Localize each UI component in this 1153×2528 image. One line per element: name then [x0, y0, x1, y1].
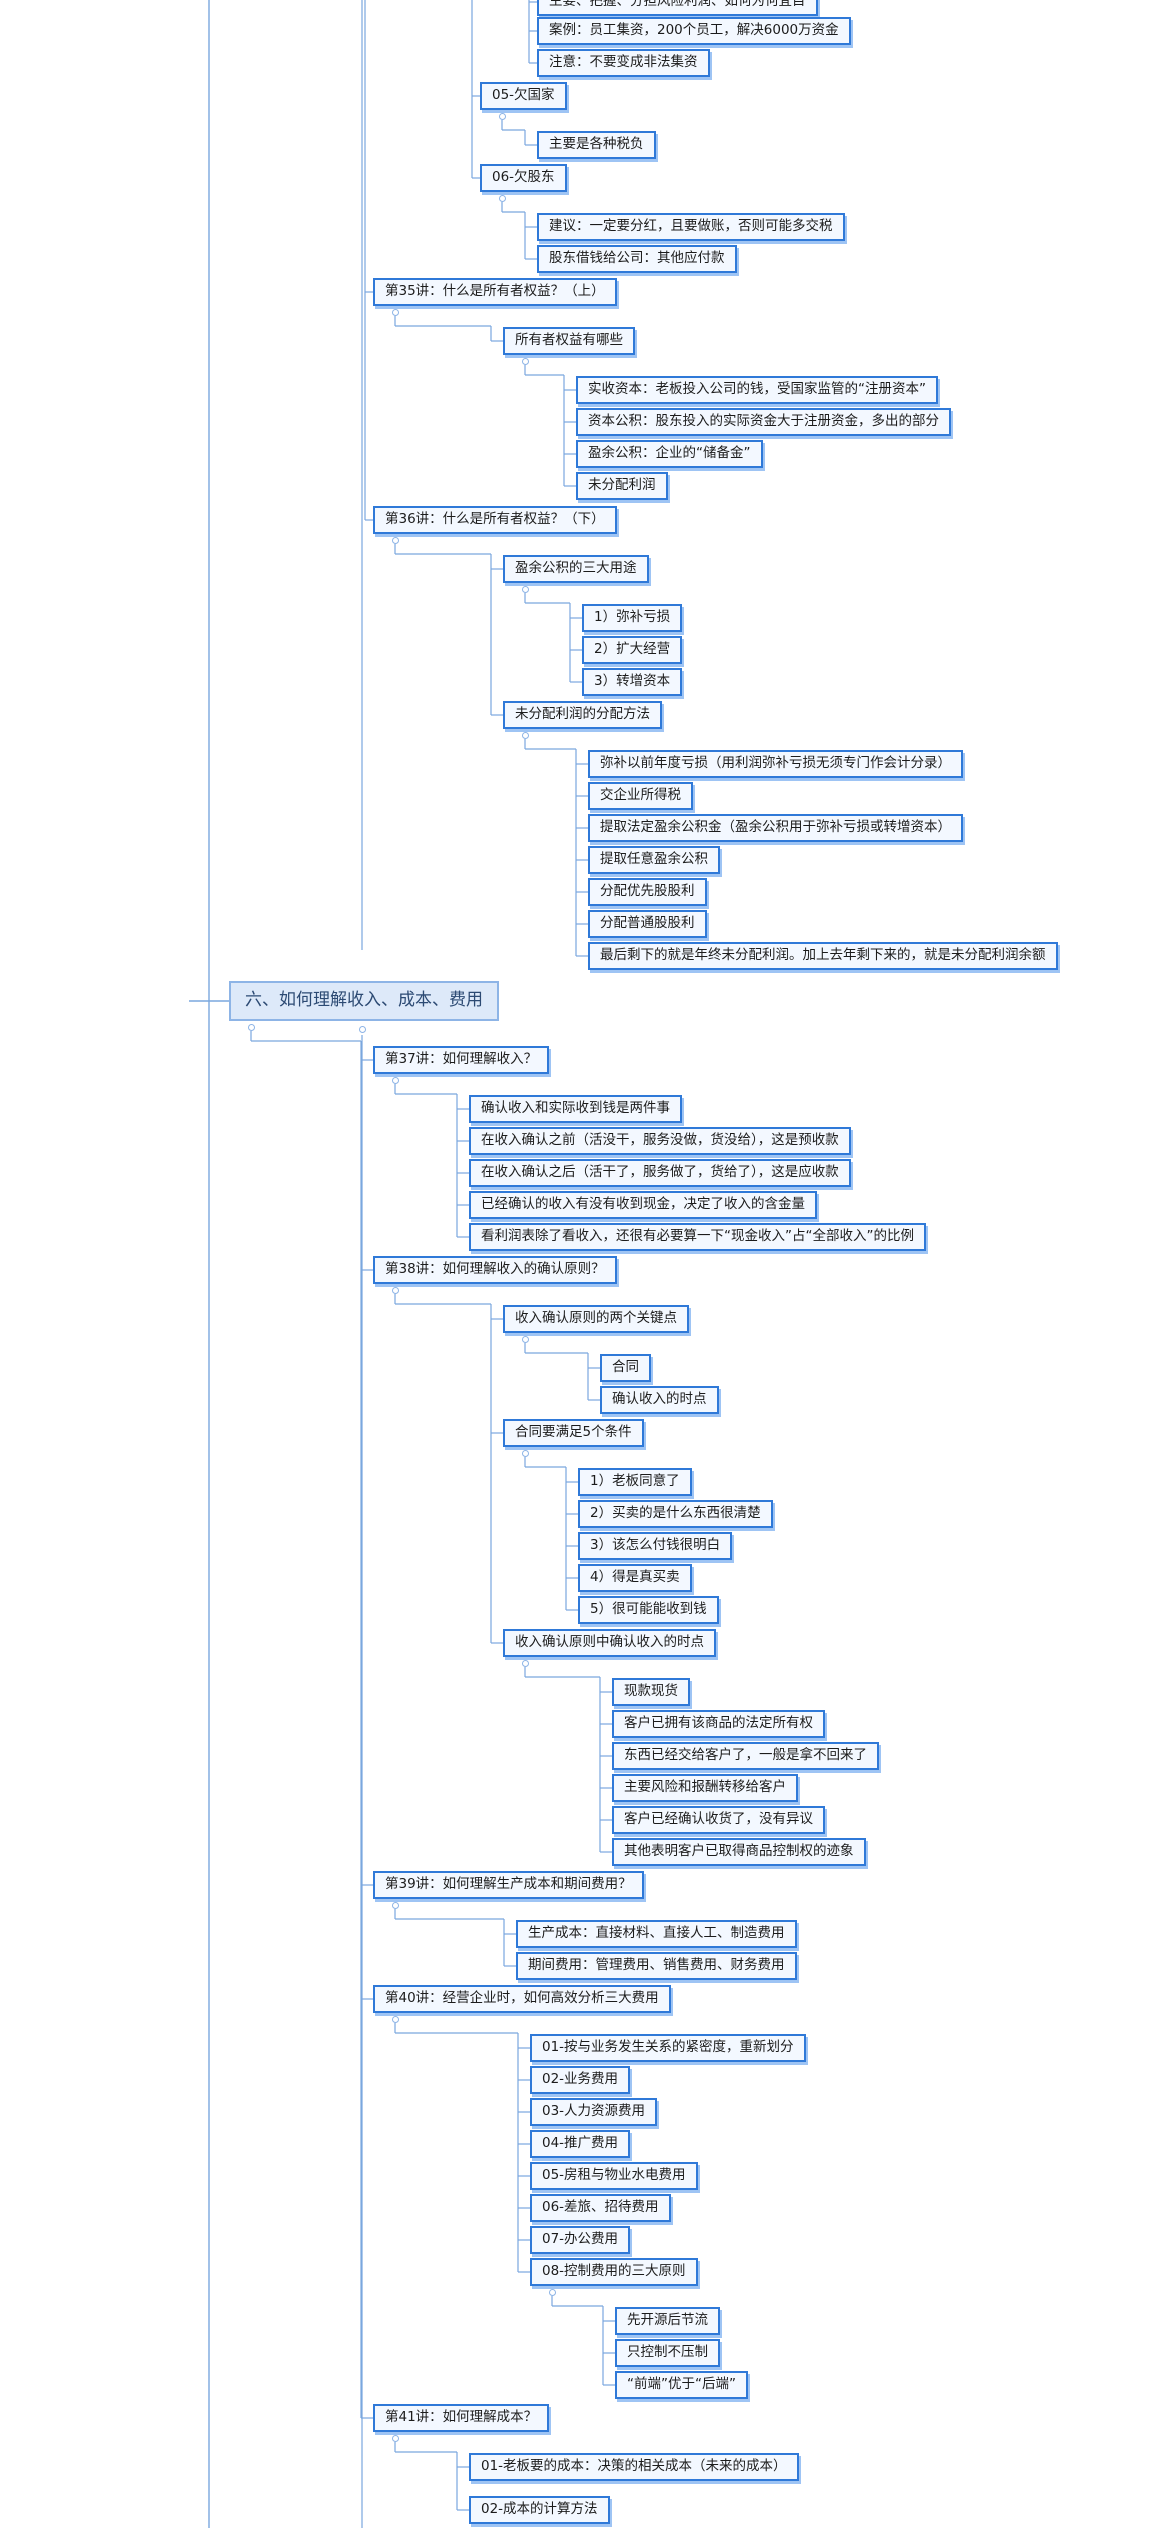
collapse-toggle-icon[interactable]: [391, 2434, 399, 2442]
collapse-toggle-icon[interactable]: [391, 536, 399, 544]
mind-map-node[interactable]: 收入确认原则的两个关键点: [503, 1305, 689, 1333]
mind-map-node[interactable]: 5）很可能能收到钱: [578, 1596, 719, 1624]
collapse-toggle-icon[interactable]: [391, 1286, 399, 1294]
mind-map-node[interactable]: 客户已经确认收货了，没有异议: [612, 1806, 825, 1834]
mind-map-node[interactable]: 最后剩下的就是年终未分配利润。加上去年剩下来的，就是未分配利润余额: [588, 942, 1058, 970]
mind-map-node[interactable]: 所有者权益有哪些: [503, 327, 635, 355]
collapse-toggle-icon[interactable]: [391, 308, 399, 316]
mind-map-node[interactable]: “前端”优于“后端”: [615, 2371, 748, 2399]
mind-map-node[interactable]: 实收资本：老板投入公司的钱，受国家监管的“注册资本”: [576, 376, 938, 404]
mind-map-node[interactable]: 1）老板同意了: [578, 1468, 692, 1496]
mind-map-node[interactable]: 08-控制费用的三大原则: [530, 2258, 698, 2286]
collapse-toggle-icon[interactable]: [521, 1335, 529, 1343]
mind-map-node[interactable]: 02-成本的计算方法: [469, 2496, 610, 2524]
mind-map-node[interactable]: 案例：员工集资，200个员工，解决6000万资金: [537, 17, 851, 45]
collapse-toggle-icon[interactable]: [521, 1659, 529, 1667]
collapse-toggle-icon[interactable]: [358, 1025, 366, 1033]
mind-map-node[interactable]: 其他表明客户已取得商品控制权的迹象: [612, 1838, 866, 1866]
mind-map-node[interactable]: 01-老板要的成本：决策的相关成本（未来的成本）: [469, 2453, 799, 2481]
mind-map-node[interactable]: 主要风险和报酬转移给客户: [612, 1774, 798, 1802]
collapse-toggle-icon[interactable]: [521, 585, 529, 593]
mind-map-node[interactable]: 03-人力资源费用: [530, 2098, 658, 2126]
mind-map-node[interactable]: 2）买卖的是什么东西很清楚: [578, 1500, 773, 1528]
lecture-node[interactable]: 第36讲：什么是所有者权益？（下）: [373, 506, 617, 534]
mind-map-node[interactable]: 确认收入的时点: [600, 1386, 719, 1414]
mind-map-node[interactable]: 只控制不压制: [615, 2339, 720, 2367]
mind-map-node[interactable]: 盈余公积的三大用途: [503, 555, 649, 583]
mind-map-node[interactable]: 生产成本：直接材料、直接人工、制造费用: [516, 1920, 797, 1948]
mind-map-node[interactable]: 分配优先股股利: [588, 878, 707, 906]
mind-map-node[interactable]: 股东借钱给公司：其他应付款: [537, 245, 737, 273]
lecture-node[interactable]: 第39讲：如何理解生产成本和期间费用？: [373, 1871, 644, 1899]
collapse-toggle-icon[interactable]: [548, 2288, 556, 2296]
mind-map-node[interactable]: 期间费用：管理费用、销售费用、财务费用: [516, 1952, 797, 1980]
mind-map-node[interactable]: 01-按与业务发生关系的紧密度，重新划分: [530, 2034, 806, 2062]
mind-map-node[interactable]: 现款现货: [612, 1678, 690, 1706]
mind-map-node[interactable]: 东西已经交给客户了，一般是拿不回来了: [612, 1742, 879, 1770]
mind-map-node[interactable]: 07-办公费用: [530, 2226, 631, 2254]
collapse-toggle-icon[interactable]: [521, 357, 529, 365]
mind-map-node[interactable]: 提取任意盈余公积: [588, 846, 720, 874]
mind-map-node[interactable]: 3）转增资本: [582, 668, 683, 696]
collapse-toggle-icon[interactable]: [521, 1449, 529, 1457]
collapse-toggle-icon[interactable]: [498, 112, 506, 120]
mind-map-node[interactable]: 客户已拥有该商品的法定所有权: [612, 1710, 825, 1738]
mind-map-node[interactable]: 弥补以前年度亏损（用利润弥补亏损无须专门作会计分录）: [588, 750, 963, 778]
mind-map-node[interactable]: 主要、把握、分担风险利润、如何为何宜目: [537, 0, 818, 16]
mind-map-node[interactable]: 在收入确认之后（活干了，服务做了，货给了），这是应收款: [469, 1159, 851, 1187]
mind-map-node[interactable]: 1）弥补亏损: [582, 604, 683, 632]
mind-map-node[interactable]: 未分配利润的分配方法: [503, 701, 662, 729]
collapse-toggle-icon[interactable]: [498, 194, 506, 202]
mind-map-node[interactable]: 先开源后节流: [615, 2307, 720, 2335]
mind-map-node[interactable]: 收入确认原则中确认收入的时点: [503, 1629, 716, 1657]
mind-map-node[interactable]: 分配普通股股利: [588, 910, 707, 938]
mind-map-node[interactable]: 05-房租与物业水电费用: [530, 2162, 698, 2190]
mind-map-node[interactable]: 4）得是真买卖: [578, 1564, 692, 1592]
mind-map-node[interactable]: 2）扩大经营: [582, 636, 683, 664]
collapse-toggle-icon[interactable]: [391, 1901, 399, 1909]
mind-map-node[interactable]: 在收入确认之前（活没干，服务没做，货没给），这是预收款: [469, 1127, 851, 1155]
lecture-node[interactable]: 第41讲：如何理解成本？: [373, 2404, 550, 2432]
collapse-toggle-icon[interactable]: [391, 2015, 399, 2023]
mind-map-node[interactable]: 未分配利润: [576, 472, 668, 500]
collapse-toggle-icon[interactable]: [247, 1023, 255, 1031]
mind-map-node[interactable]: 02-业务费用: [530, 2066, 631, 2094]
mind-map-node[interactable]: 04-推广费用: [530, 2130, 631, 2158]
mind-map-node[interactable]: 资本公积：股东投入的实际资金大于注册资金，多出的部分: [576, 408, 951, 436]
mind-map-node[interactable]: 05-欠国家: [480, 82, 567, 110]
mind-map-node[interactable]: 建议：一定要分红，且要做账，否则可能多交税: [537, 213, 845, 241]
mind-map-node[interactable]: 确认收入和实际收到钱是两件事: [469, 1095, 682, 1123]
collapse-toggle-icon[interactable]: [521, 731, 529, 739]
mind-map-node[interactable]: 盈余公积：企业的“储备金”: [576, 440, 763, 468]
collapse-toggle-icon[interactable]: [391, 1076, 399, 1084]
mind-map-node[interactable]: 看利润表除了看收入，还很有必要算一下“现金收入”占“全部收入”的比例: [469, 1223, 926, 1251]
lecture-node[interactable]: 第40讲：经营企业时，如何高效分析三大费用: [373, 1985, 671, 2013]
mind-map-node[interactable]: 已经确认的收入有没有收到现金，决定了收入的含金量: [469, 1191, 817, 1219]
mind-map-node[interactable]: 交企业所得税: [588, 782, 693, 810]
mind-map-node[interactable]: 注意：不要变成非法集资: [537, 49, 710, 77]
mind-map-node[interactable]: 合同: [600, 1354, 651, 1382]
section-topic[interactable]: 六、如何理解收入、成本、费用: [229, 981, 499, 1021]
mind-map-node[interactable]: 06-欠股东: [480, 164, 567, 192]
lecture-node[interactable]: 第35讲：什么是所有者权益？（上）: [373, 278, 617, 306]
mind-map-node[interactable]: 提取法定盈余公积金（盈余公积用于弥补亏损或转增资本）: [588, 814, 963, 842]
mind-map-node[interactable]: 主要是各种税负: [537, 131, 656, 159]
lecture-node[interactable]: 第37讲：如何理解收入？: [373, 1046, 550, 1074]
mind-map-node[interactable]: 合同要满足5个条件: [503, 1419, 644, 1447]
lecture-node[interactable]: 第38讲：如何理解收入的确认原则？: [373, 1256, 617, 1284]
mind-map-node[interactable]: 06-差旅、招待费用: [530, 2194, 671, 2222]
mind-map-node[interactable]: 3）该怎么付钱很明白: [578, 1532, 733, 1560]
